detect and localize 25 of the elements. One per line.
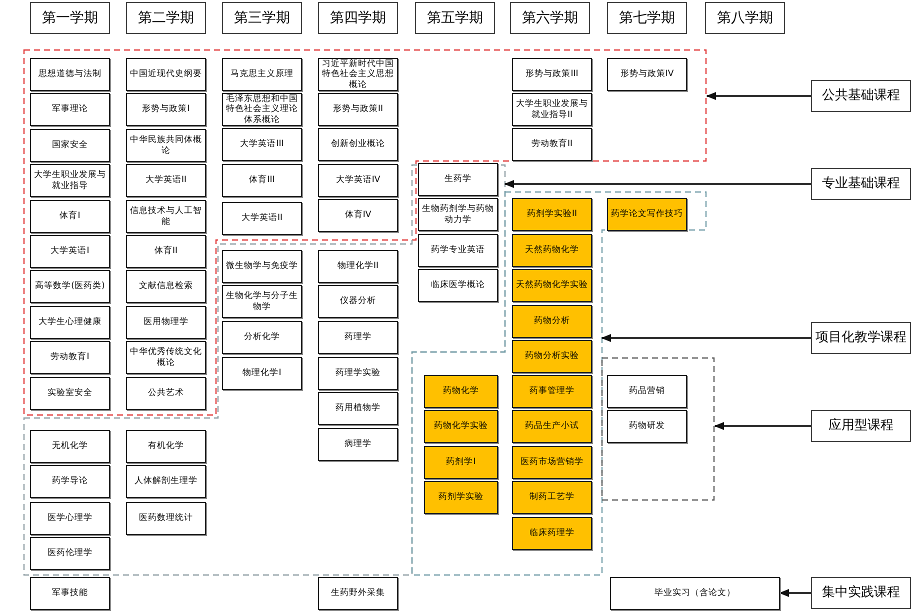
semester-header: 第一学期: [30, 2, 110, 34]
category-label-box: 集中实践课程: [811, 577, 911, 609]
semester-header: 第八学期: [705, 2, 785, 34]
dashed-region-outline: [601, 357, 715, 501]
semester-header: 第二学期: [126, 2, 206, 34]
arrow: [714, 422, 811, 430]
category-label-box: 专业基础课程: [811, 168, 911, 200]
category-label-box: 公共基础课程: [811, 80, 911, 112]
arrow: [706, 92, 811, 100]
dashed-region-outline: [411, 191, 707, 576]
course-box: 毕业实习（含论文）: [610, 577, 780, 610]
semester-header: 第五学期: [415, 2, 495, 34]
dashed-region-outline: [23, 49, 707, 416]
semester-header: 第四学期: [318, 2, 398, 34]
category-label-box: 项目化教学课程: [811, 322, 911, 354]
course-box: 生药野外采集: [318, 577, 398, 610]
dashed-region-outline: [23, 164, 506, 576]
semester-header: 第六学期: [510, 2, 590, 34]
semester-header: 第三学期: [222, 2, 302, 34]
course-box: 军事技能: [30, 577, 110, 610]
semester-header: 第七学期: [607, 2, 687, 34]
arrow: [601, 334, 811, 342]
arrow: [779, 589, 811, 597]
arrow: [504, 180, 811, 188]
category-label-box: 应用型课程: [811, 410, 911, 442]
